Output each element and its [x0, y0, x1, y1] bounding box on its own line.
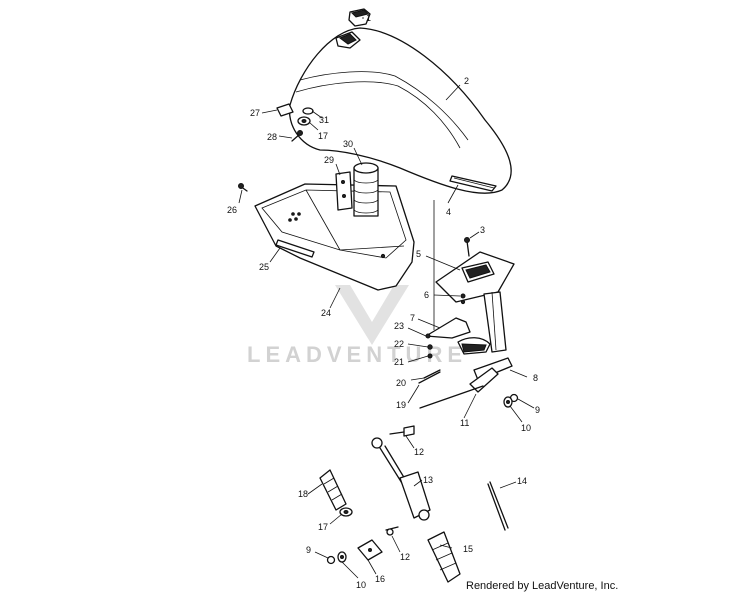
callout-1[interactable]: 1 [366, 13, 371, 23]
part-14-rod[interactable] [487, 481, 509, 531]
callout-17-upper[interactable]: 17 [318, 131, 328, 141]
callout-30[interactable]: 30 [343, 139, 353, 149]
part-15-grip[interactable] [427, 531, 461, 583]
callout-22[interactable]: 22 [394, 339, 404, 349]
callout-23[interactable]: 23 [394, 321, 404, 331]
part-29-bracket[interactable] [335, 171, 353, 211]
part-30-cylinder[interactable] [353, 162, 379, 217]
part-5-handle-plate[interactable] [435, 251, 515, 303]
callout-9-lower[interactable]: 9 [306, 545, 311, 555]
callout-3[interactable]: 3 [480, 225, 485, 235]
part-2-hood[interactable] [288, 27, 512, 194]
part-10-washer-upper[interactable] [503, 396, 513, 408]
callout-7[interactable]: 7 [410, 313, 415, 323]
part-17-washer-upper[interactable] [297, 116, 311, 126]
part-7-lever[interactable] [425, 291, 507, 355]
watermark-logo [335, 285, 409, 345]
part-21-fastener[interactable] [427, 353, 433, 359]
part-13-shock[interactable] [371, 437, 431, 521]
part-4-strip[interactable] [449, 175, 497, 192]
callout-31[interactable]: 31 [319, 115, 329, 125]
part-22-fastener[interactable] [427, 344, 433, 350]
part-3-screw[interactable] [464, 237, 470, 257]
part-12-bolt-upper[interactable] [389, 425, 415, 437]
callout-16[interactable]: 16 [375, 574, 385, 584]
part-28-screw[interactable] [291, 130, 303, 142]
callout-24[interactable]: 24 [321, 308, 331, 318]
part-24-tray[interactable] [254, 183, 415, 291]
callout-5[interactable]: 5 [416, 249, 421, 259]
callout-21[interactable]: 21 [394, 357, 404, 367]
callout-14[interactable]: 14 [517, 476, 527, 486]
part-26-fastener[interactable] [238, 183, 248, 192]
watermark: LEADVENTURE [247, 285, 467, 367]
callout-12-upper[interactable]: 12 [414, 447, 424, 457]
part-31-washer[interactable] [302, 107, 314, 115]
part-27-pad[interactable] [276, 103, 294, 117]
credit-text: Rendered by LeadVenture, Inc. [466, 580, 619, 592]
callout-28[interactable]: 28 [267, 132, 277, 142]
part-17-washer-lower[interactable] [339, 507, 353, 517]
callouts: 1 2 27 31 17 28 29 30 26 4 25 24 3 5 6 7… [227, 13, 540, 590]
part-6-screw[interactable] [460, 293, 466, 305]
part-19-pin[interactable] [418, 371, 441, 384]
callout-17-lower[interactable]: 17 [318, 522, 328, 532]
callout-2[interactable]: 2 [464, 76, 469, 86]
callout-4[interactable]: 4 [446, 207, 451, 217]
part-8-link[interactable] [469, 357, 513, 393]
part-11-cable[interactable] [419, 385, 484, 409]
callout-18[interactable]: 18 [298, 489, 308, 499]
part-25-strip[interactable] [275, 239, 315, 258]
part-9-nut-lower[interactable] [326, 555, 336, 565]
part-20-pin[interactable] [423, 369, 441, 379]
callout-11[interactable]: 11 [460, 418, 469, 428]
part-12-bolt-lower[interactable] [385, 526, 399, 536]
callout-10-lower[interactable]: 10 [356, 580, 366, 590]
callout-25[interactable]: 25 [259, 262, 269, 272]
callout-26[interactable]: 26 [227, 205, 237, 215]
part-23-fastener[interactable] [425, 333, 431, 339]
callout-9-upper[interactable]: 9 [535, 405, 540, 415]
callout-10-upper[interactable]: 10 [521, 423, 531, 433]
watermark-text: LEADVENTURE [247, 342, 467, 367]
callout-8[interactable]: 8 [533, 373, 538, 383]
callout-12-lower[interactable]: 12 [400, 552, 410, 562]
callout-20[interactable]: 20 [396, 378, 406, 388]
callout-19[interactable]: 19 [396, 400, 406, 410]
callout-27[interactable]: 27 [250, 108, 260, 118]
part-18-bolt[interactable] [319, 469, 347, 511]
part-1-cap[interactable] [348, 8, 371, 27]
part-16-bracket[interactable] [357, 539, 383, 561]
leader-lines [238, 17, 535, 579]
callout-29[interactable]: 29 [324, 155, 334, 165]
callout-15[interactable]: 15 [463, 544, 473, 554]
callout-6[interactable]: 6 [424, 290, 429, 300]
callout-13[interactable]: 13 [423, 475, 433, 485]
part-10-washer-lower[interactable] [337, 551, 347, 563]
